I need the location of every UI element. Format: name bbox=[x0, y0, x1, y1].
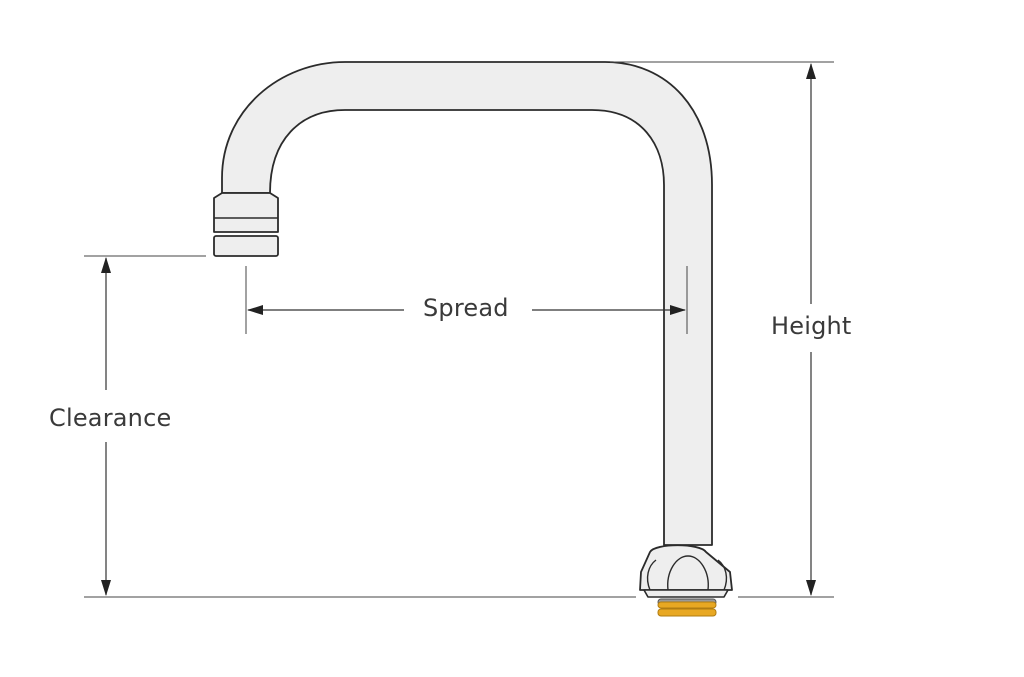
height-label: Height bbox=[771, 312, 852, 340]
clearance-label: Clearance bbox=[49, 404, 172, 432]
nut-facet-center bbox=[667, 555, 709, 591]
seal-ring-lower bbox=[657, 608, 717, 617]
nut-facet-right bbox=[717, 559, 728, 591]
seal-ring-upper bbox=[657, 601, 717, 609]
spread-label: Spread bbox=[423, 294, 509, 322]
aerator-upper bbox=[213, 192, 279, 233]
spout-pipe bbox=[221, 61, 713, 546]
aerator-lower bbox=[213, 235, 279, 257]
nut-facet-left bbox=[646, 559, 657, 591]
base-nut bbox=[639, 544, 733, 591]
nut-bottom bbox=[643, 589, 729, 598]
